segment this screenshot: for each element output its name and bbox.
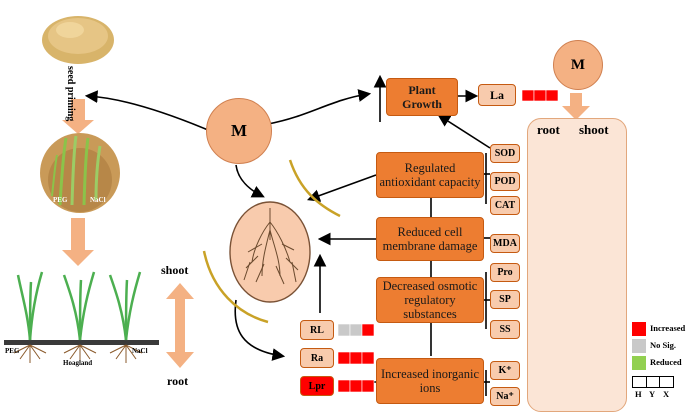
legend-increased-label: Increased [650,323,686,333]
legend-increased-swatch [632,322,646,336]
legend-h: H [635,389,642,399]
column-header-shoot: shoot [579,122,609,137]
legend-reduced-label: Reduced [650,357,682,367]
legend-reduced-swatch [632,356,646,370]
flow-arrows-left [62,99,94,266]
root-trait-box-1: RL [300,320,334,340]
indicator-box-1: SOD [490,144,520,163]
legend-y: Y [649,389,656,399]
membrane-damage-box: Reduced cell membrane damage [376,217,484,261]
m-down-arrow [562,93,590,120]
root-trait-cell [361,351,375,365]
la-cell [545,89,559,102]
root-trait-cell [361,379,375,393]
legend-no-sig-label: No Sig. [650,340,676,350]
la-cell [521,89,535,102]
root-trait-box-3: Lpr [300,376,334,396]
shoot-root-double-arrow [166,283,194,368]
root-label: root [167,374,189,388]
root-trait-cell [349,323,363,337]
legend-no-sig-swatch [632,339,646,353]
nacl-label-tray: NaCl [132,347,148,355]
la-box: La [478,84,516,106]
root-trait-cell [349,379,363,393]
inorganic-ions-box: Increased inorganic ions [376,358,484,404]
indicator-box-4: MDA [490,234,520,253]
osmotic-substances-box: Decreased osmotic regulatory substances [376,277,484,323]
legend: Increased No Sig. Reduced H Y X [630,322,700,412]
indicator-box-3: CAT [490,196,520,215]
indicator-box-6: SP [490,290,520,309]
germination-photo [40,133,120,213]
root-trait-box-2: Ra [300,348,334,368]
heatmap-panel [527,118,627,412]
la-cells [521,89,559,102]
root-trait-cell [361,323,375,337]
shoot-label: shoot [161,263,189,277]
indicator-box-2: POD [490,172,520,191]
hoagland-label: Hoagland [63,359,93,367]
root-trait-cell [337,323,351,337]
indicator-box-7: SS [490,320,520,339]
indicator-box-9: Na⁺ [490,387,520,406]
root-trait-cell [337,379,351,393]
peg-label-photo: PEG [53,196,68,204]
indicator-box-5: Pro [490,263,520,282]
melatonin-circle-main: M [206,98,272,164]
seed-pile-icon [42,16,114,64]
melatonin-circle-right: M [553,40,603,90]
plant-growth-box: Plant Growth [386,78,458,116]
root-trait-cell [337,351,351,365]
indicator-box-8: K⁺ [490,361,520,380]
root-sketch [229,201,311,303]
column-header-root: root [537,122,560,137]
la-cell [533,89,547,102]
nacl-label-photo: NaCl [90,196,106,204]
legend-hyx-boxes [632,376,674,388]
root-trait-cell [349,351,363,365]
legend-x: X [663,389,670,399]
seed-priming-label: seed priming [65,66,76,122]
antioxidant-capacity-box: Regulated antioxidant capacity [376,152,484,198]
hydroponic-plants [4,271,159,363]
peg-label-tray: PEG [5,347,20,355]
root-trait-cells [337,323,375,393]
